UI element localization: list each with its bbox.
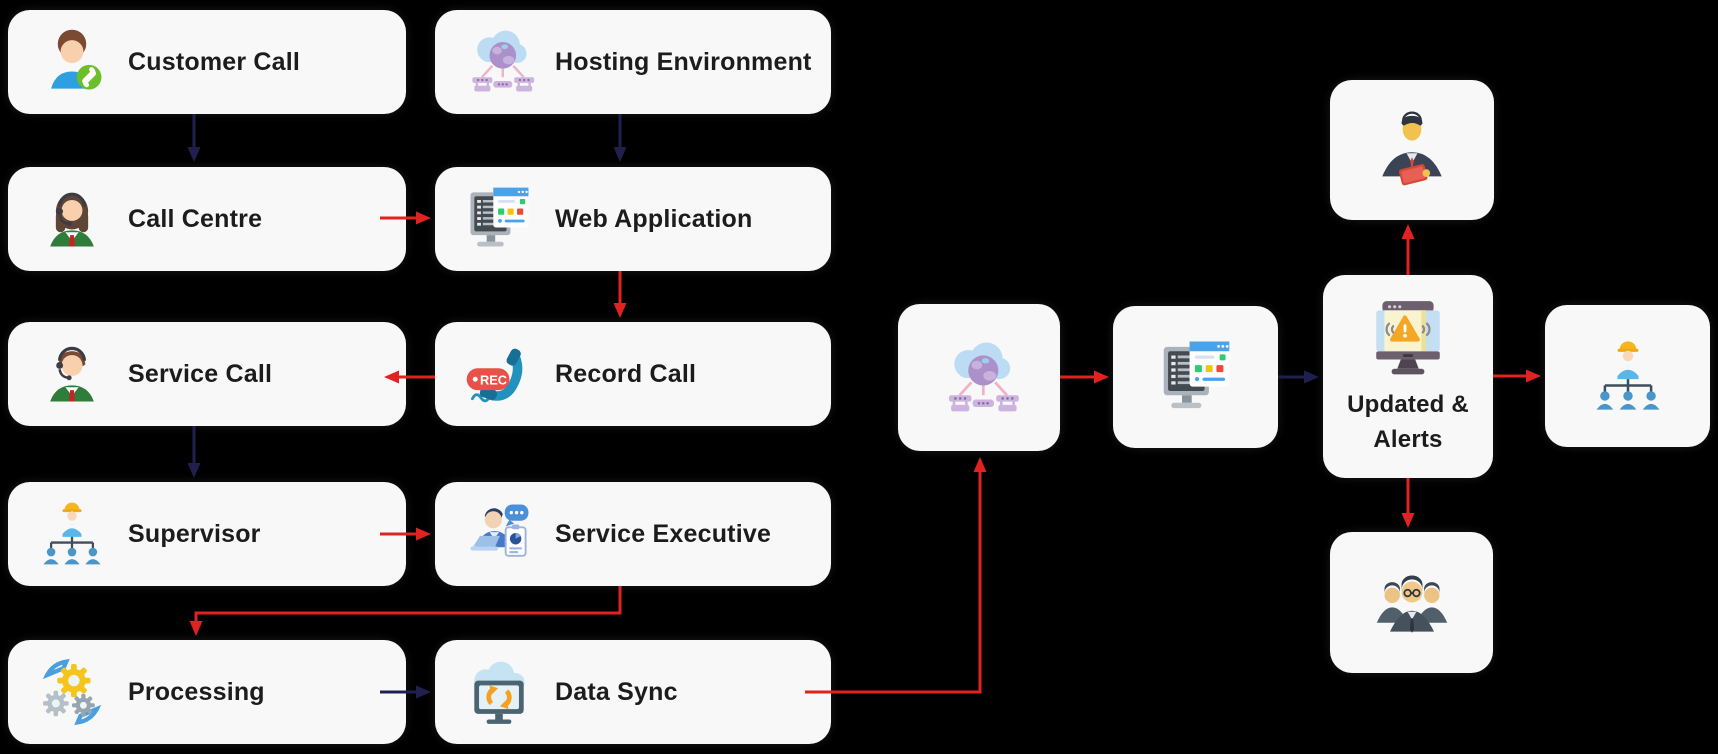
node-call-centre: Call Centre xyxy=(8,167,406,271)
node-label: Record Call xyxy=(555,359,697,388)
node-label: Hosting Environment xyxy=(555,47,812,76)
node-label: Service Executive xyxy=(555,519,772,548)
node-application xyxy=(1113,306,1278,448)
arrow-data-sync-to-cloud xyxy=(805,457,987,694)
node-record-call: REC Record Call xyxy=(435,322,831,426)
node-team xyxy=(1330,532,1493,673)
female-call-agent-icon xyxy=(34,181,110,257)
node-field-team xyxy=(1545,305,1710,447)
org-chart-icon xyxy=(34,496,110,572)
phone-rec-icon: REC xyxy=(461,336,537,412)
node-label: Data Sync xyxy=(555,677,678,706)
node-label: Service Call xyxy=(128,359,273,388)
cloud-monitor-sync-icon xyxy=(461,654,537,730)
org-chart-icon xyxy=(1586,334,1670,418)
node-label: Updated & Alerts xyxy=(1347,390,1469,453)
web-app-monitor-icon xyxy=(461,181,537,257)
node-customer-call: Customer Call xyxy=(8,10,406,114)
node-label: Supervisor xyxy=(128,519,261,548)
node-cloud xyxy=(898,304,1060,451)
node-label: Processing xyxy=(128,677,265,706)
node-updated-alerts: Updated & Alerts xyxy=(1323,275,1493,478)
alert-monitor-icon xyxy=(1362,296,1454,378)
businessman-tablet-icon xyxy=(1368,106,1456,194)
node-processing: Processing xyxy=(8,640,406,744)
person-with-phone-icon xyxy=(34,24,110,100)
cloud-network-icon xyxy=(936,335,1022,421)
web-app-monitor-icon xyxy=(1153,334,1239,420)
node-label: Call Centre xyxy=(128,204,263,233)
executive-desk-icon xyxy=(461,496,537,572)
male-call-agent-icon xyxy=(34,336,110,412)
business-team-icon xyxy=(1368,559,1456,647)
node-label: Customer Call xyxy=(128,47,301,76)
node-label: Web Application xyxy=(555,204,753,233)
arrow-service-executive-to-processing xyxy=(189,586,622,636)
node-manager xyxy=(1330,80,1494,220)
rec-badge-text: REC xyxy=(480,372,507,387)
node-service-executive: Service Executive xyxy=(435,482,831,586)
node-data-sync: Data Sync xyxy=(435,640,831,744)
node-hosting-environment: Hosting Environment xyxy=(435,10,831,114)
node-web-application: Web Application xyxy=(435,167,831,271)
gears-icon xyxy=(34,654,110,730)
node-supervisor: Supervisor xyxy=(8,482,406,586)
cloud-network-icon xyxy=(461,24,537,100)
node-service-call: Service Call xyxy=(8,322,406,426)
